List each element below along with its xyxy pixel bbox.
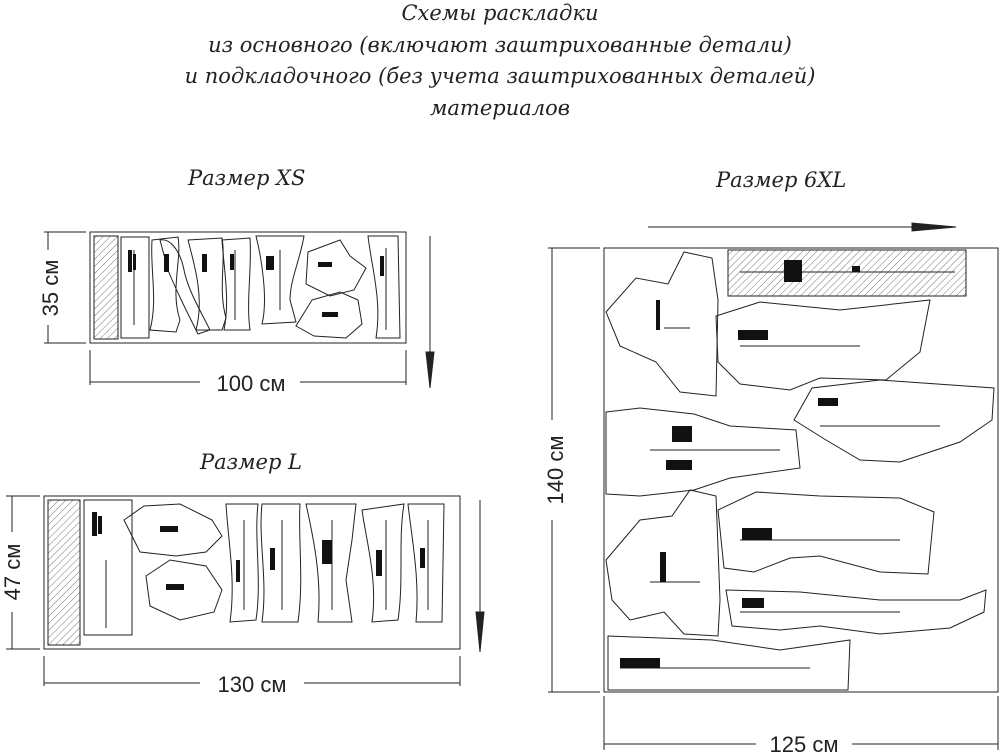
xs-piece-4: [221, 237, 251, 331]
layout-6xl: [548, 222, 999, 750]
l-arrow-head: [475, 611, 485, 653]
l-piece-rect: [83, 499, 133, 636]
l-width-label: 130 см: [218, 672, 287, 697]
xs-piece-labels: [128, 250, 384, 317]
6xl-piece-2: [715, 299, 931, 391]
l-piece-6: [361, 503, 405, 623]
xs-piece-rect: [120, 236, 150, 339]
xs-fabric-boundary: [89, 231, 407, 344]
l-hatched-strip-outline: [47, 499, 81, 646]
xs-piece-3: [187, 237, 227, 331]
l-piece-5: [305, 503, 357, 623]
xs-piece-7: [295, 291, 363, 339]
title-line-3: и подкладочного (без учета заштрихованны…: [184, 64, 816, 88]
6xl-piece-5: [717, 491, 935, 575]
xs-width-label: 100 см: [217, 371, 286, 396]
6xl-height-label: 140 см: [543, 436, 568, 505]
xs-piece-1: [149, 236, 181, 333]
6xl-fabric-boundary: [603, 247, 999, 693]
l-piece-3: [225, 503, 259, 623]
l-piece-1: [123, 503, 223, 557]
xs-piece-2: [159, 239, 211, 335]
xs-hatched-strip: [93, 235, 119, 340]
l-piece-4: [260, 503, 302, 623]
6xl-piece-3: [793, 379, 995, 463]
6xl-piece-4: [605, 407, 801, 497]
xs-piece-6: [305, 239, 367, 297]
layout-l: [6, 495, 485, 686]
6xl-piece-6: [605, 489, 721, 637]
xs-height-label: 35 см: [38, 260, 63, 317]
l-hatched-strip: [47, 499, 81, 646]
6xl-hatched-strip-outline: [727, 249, 967, 297]
layout-xs: [44, 231, 435, 389]
title-line-2: из основного (включают заштрихованные де…: [208, 33, 792, 57]
size-label-l: Размер L: [200, 450, 303, 474]
l-piece-labels: [92, 512, 425, 590]
xs-arrow-head: [425, 351, 435, 389]
6xl-piece-labels: [620, 260, 860, 668]
xs-hatched-strip-outline: [93, 235, 119, 340]
l-fabric-boundary: [43, 495, 461, 650]
xs-piece-8: [367, 235, 401, 339]
size-label-6xl: Размер 6XL: [716, 168, 847, 192]
size-label-xs: Размер XS: [188, 166, 306, 190]
6xl-piece-7: [725, 589, 987, 635]
6xl-width-label: 125 см: [770, 732, 839, 756]
title-line-1: Схемы раскладки: [401, 1, 599, 25]
title-line-4: материалов: [430, 96, 570, 120]
l-piece-7: [407, 503, 445, 623]
6xl-hatched-strip: [727, 249, 967, 297]
l-piece-2: [145, 559, 223, 621]
6xl-piece-8: [607, 635, 851, 691]
6xl-piece-1: [605, 251, 719, 397]
6xl-arrow-head: [911, 222, 957, 232]
xs-piece-5: [255, 235, 305, 325]
l-height-label: 47 см: [0, 544, 25, 601]
